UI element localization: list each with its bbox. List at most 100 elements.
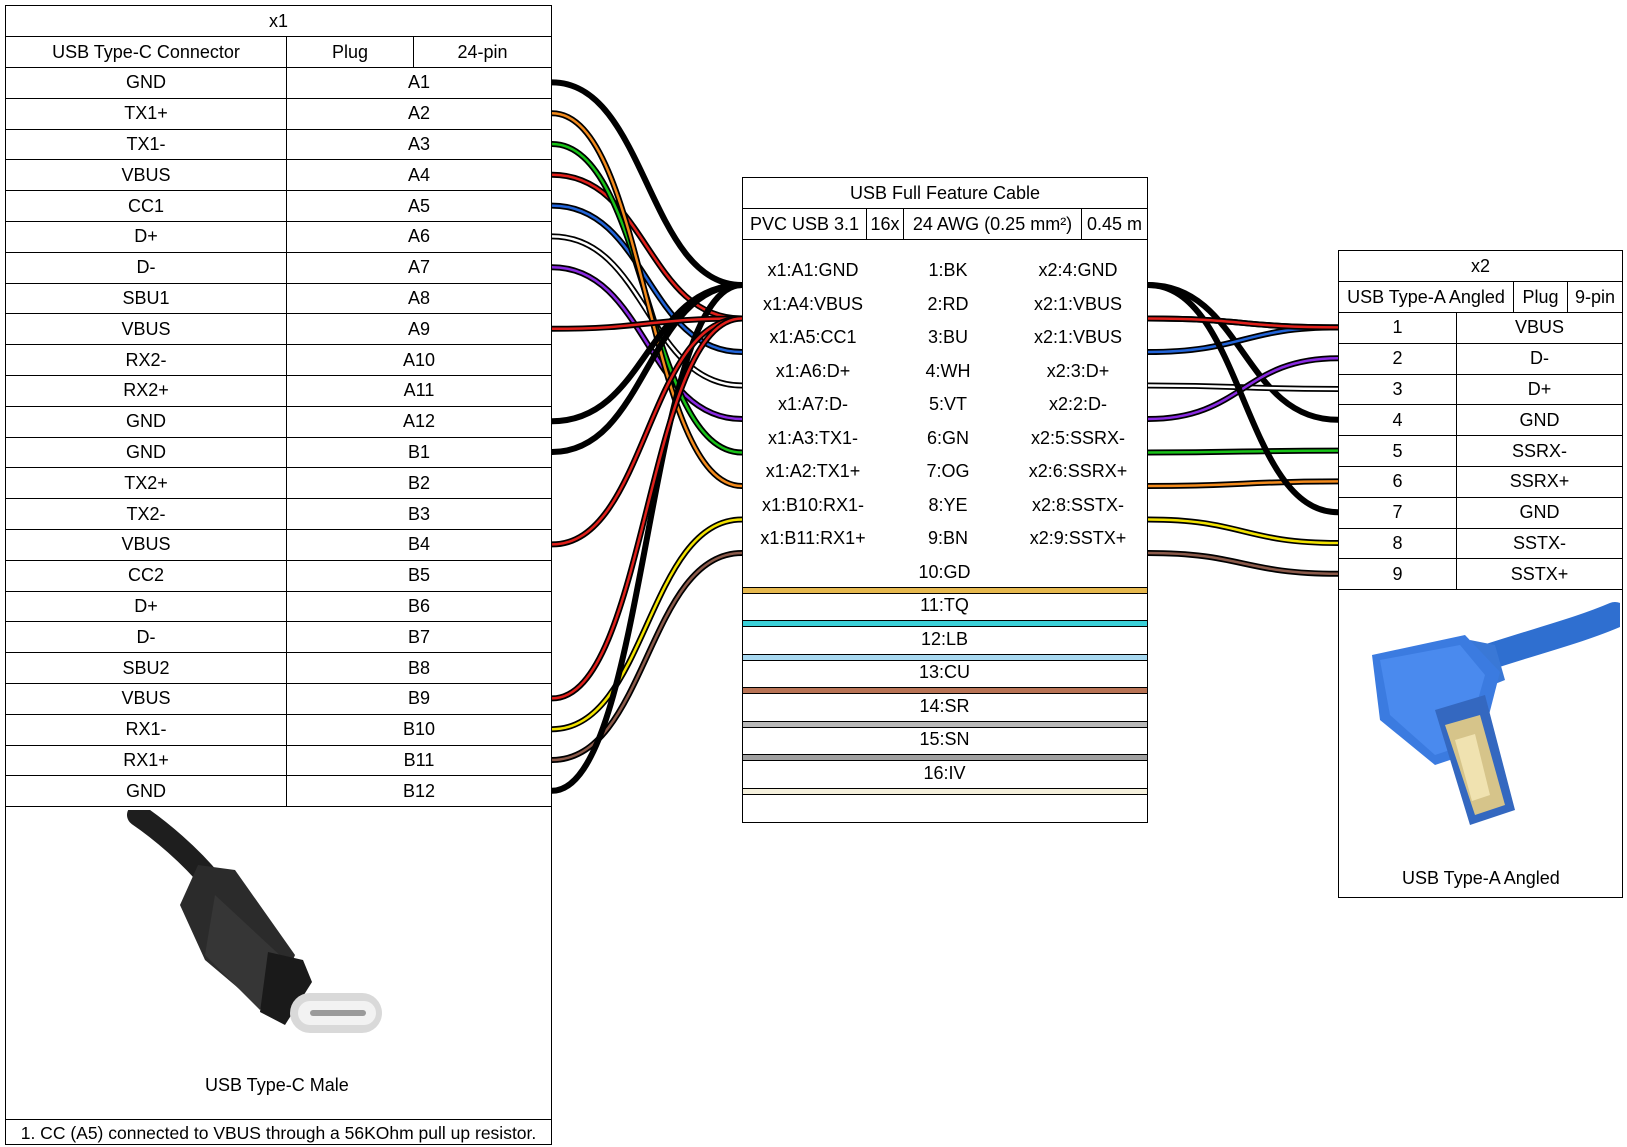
x1-pin-id: B11 <box>403 749 435 770</box>
cable-wire-right-label: x2:3:D+ <box>1046 360 1110 381</box>
cable-wire-mid-label: 9:BN <box>927 528 969 548</box>
cable-spare-wire-line <box>743 687 1147 694</box>
x1-pin-name: GND <box>6 68 287 98</box>
cable-spec-gauge: 24 AWG (0.25 mm²) <box>904 209 1082 239</box>
x1-pin-name: RX2+ <box>6 376 287 406</box>
x1-pin-id: A4 <box>407 164 431 185</box>
x1-pin-row: D+B6 <box>6 591 551 623</box>
x1-pin-name: D- <box>6 622 287 653</box>
cable-wire-mid-label: 6:GN <box>926 427 969 448</box>
cable-wire-mid-label: 4:WH <box>925 360 971 381</box>
x1-pin-row: VBUS A4 <box>6 160 551 192</box>
cable-wire-right-label: x2:4:GND <box>1038 260 1118 280</box>
x1-pin-name: CC2 <box>6 560 287 591</box>
cable-title-row: USB Full Feature Cable <box>743 178 1147 209</box>
x1-pin-name: RX1- <box>6 714 287 745</box>
x2-title: x2 <box>1470 255 1490 276</box>
wire-cable-to-x2 <box>1147 550 1339 577</box>
cable-spare-wire-label: 10:GD <box>918 561 971 582</box>
x1-pin-row: TX2-B3 <box>6 499 551 530</box>
x2-pin-name: VBUS <box>1514 317 1565 338</box>
x1-title: x1 <box>268 10 288 31</box>
x2-pincount: 9-pin <box>1574 286 1616 307</box>
x1-pin-name: CC1 <box>6 191 287 221</box>
cable-spare-wire-label: 12:LB <box>920 628 969 649</box>
x1-pin-id: A10 <box>402 349 436 370</box>
x1-pin-id: B1 <box>407 441 431 462</box>
x1-pin-id: A3 <box>407 133 431 154</box>
x1-pin-id: A6 <box>407 226 431 247</box>
wire-cable-to-x2 <box>1147 516 1339 546</box>
x1-pin-name: VBUS <box>6 530 287 560</box>
x1-pincount: 24-pin <box>457 41 508 62</box>
x1-pin-row: D+ A6 <box>6 222 551 253</box>
x1-pin-id: B10 <box>402 719 436 740</box>
x2-pin-num: 4 <box>1339 405 1457 436</box>
x1-pin-name: VBUS <box>6 160 287 191</box>
x2-pin-num: 1 <box>1339 313 1457 343</box>
cable-wire-left-label: x1:B10:RX1- <box>761 494 865 515</box>
cable-wire-right-label: x2:1:VBUS <box>1033 327 1123 347</box>
wire-x1-to-cable <box>551 264 743 422</box>
x1-pin-row: RX1- B10 <box>6 714 551 746</box>
cable-spare-wire-line <box>743 620 1147 627</box>
x2-pin-num: 5 <box>1339 436 1457 466</box>
cable-spare-wire-label: 13:CU <box>918 662 971 682</box>
x2-pin-name: GND <box>1519 502 1560 523</box>
cable-wire-left-label: x1:A1:GND <box>767 260 859 280</box>
x1-pin-name: D+ <box>6 222 287 252</box>
cable-wire-mid-label: 8:YE <box>928 494 968 515</box>
cable-wire-left-label: x1:A2:TX1+ <box>765 461 861 481</box>
cable-wire-left-label: x1:A7:D- <box>777 394 849 414</box>
x2-pin-num: 6 <box>1339 467 1457 497</box>
x1-pin-name: RX1+ <box>6 745 287 776</box>
x2-pin-name: SSTX+ <box>1510 563 1569 584</box>
wire-cable-to-x2-bridge <box>1147 282 1339 516</box>
cable-wire-mid-label: 5:VT <box>928 394 967 414</box>
x1-pin-id: B2 <box>407 472 431 493</box>
x1-pin-name: VBUS <box>6 684 287 714</box>
cable-wire-right-label: x2:9:SSTX+ <box>1029 528 1127 548</box>
x1-pin-name: VBUS <box>6 314 287 345</box>
x2-pin-row: 9 SSTX+ <box>1339 559 1622 591</box>
x1-pin-row: D-A7 <box>6 252 551 284</box>
x1-image-caption: USB Type-C Male <box>205 1075 349 1095</box>
wire-x1-to-cable <box>551 202 743 355</box>
x1-pin-id: A11 <box>403 380 435 401</box>
cable-spec-row: PVC USB 3.1 16x 24 AWG (0.25 mm²) 0.45 m <box>743 209 1147 240</box>
x2-pin-num: 2 <box>1339 343 1457 374</box>
x1-pin-row: RX2-A10 <box>6 345 551 376</box>
cable-wire-left-label: x1:A3:TX1- <box>767 427 859 448</box>
cable-spare-wire-label: 14:SR <box>919 695 970 716</box>
x1-pin-name: GND <box>6 406 287 437</box>
x2-pin-num: 9 <box>1339 559 1457 590</box>
x1-pin-id: B7 <box>407 626 431 647</box>
x1-pin-name: GND <box>6 776 287 807</box>
usb-c-plug-image <box>127 810 382 1033</box>
wire-x1-bridge <box>551 315 743 332</box>
x1-pin-name: TX1+ <box>6 98 287 129</box>
cable-spare-wire-label: 15:SN <box>919 729 970 749</box>
cable-wire-mid-label: 1:BK <box>928 260 968 280</box>
cable-wire-mid-label: 2:RD <box>927 293 969 314</box>
x1-pin-row: TX2+B2 <box>6 468 551 500</box>
x2-pin-num: 3 <box>1339 374 1457 405</box>
wire-cable-to-x2-bridge <box>1147 315 1339 331</box>
wire-x1-to-cable <box>551 516 743 733</box>
x1-pin-name: D- <box>6 252 287 283</box>
x1-pin-name: TX2- <box>6 499 287 529</box>
x2-type: USB Type-A Angled <box>1339 282 1514 312</box>
wire-x1-bridge <box>551 315 743 702</box>
cable-wire-right-label: x2:5:SSRX- <box>1030 427 1126 448</box>
x1-title-row: x1 <box>6 6 551 37</box>
cable-wire-left-label: x1:A4:VBUS <box>762 293 864 314</box>
cable-spare-wire-line <box>743 720 1147 728</box>
cable-wire-mid-label: 7:OG <box>926 461 970 481</box>
x2-subtype: Plug <box>1514 282 1568 312</box>
